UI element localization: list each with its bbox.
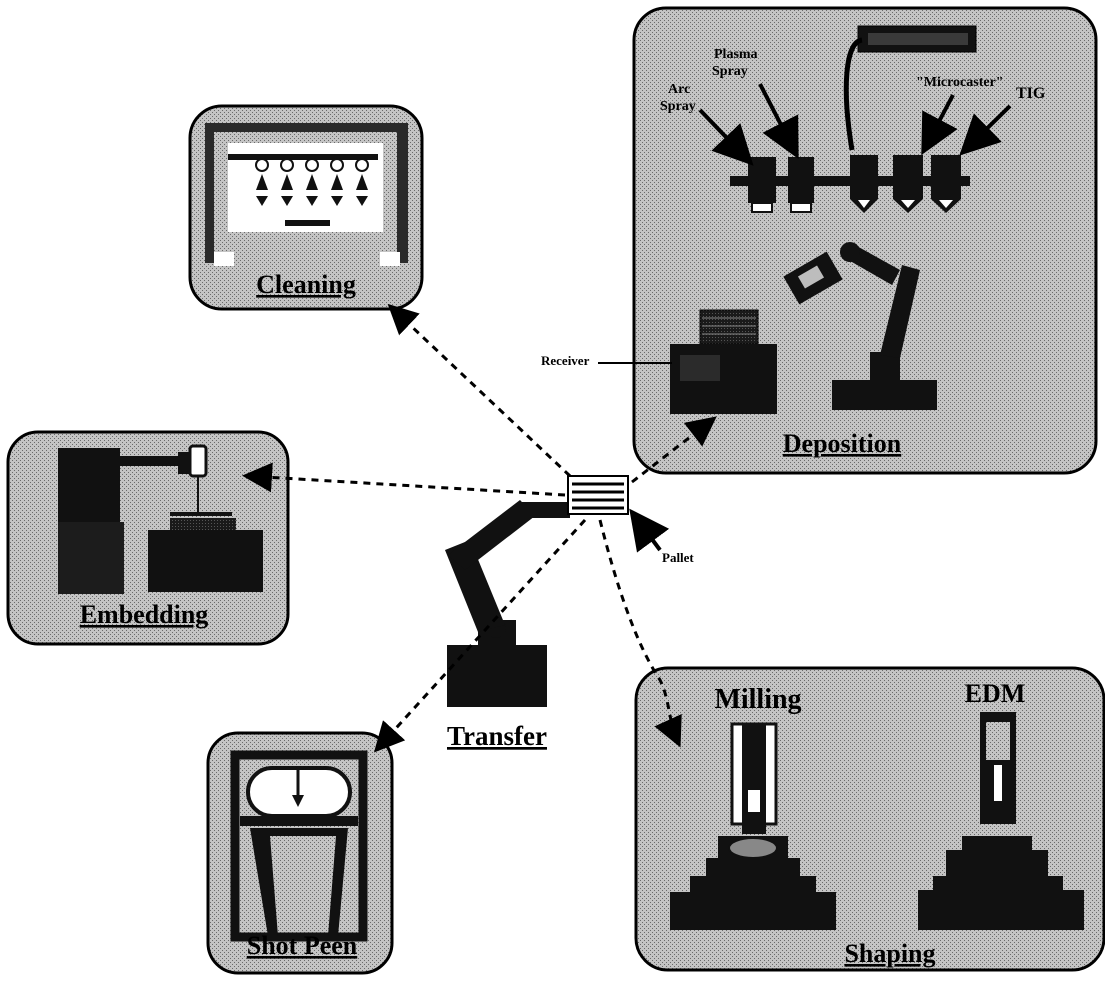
transfer-robot-icon	[445, 500, 570, 707]
embedding-machine-icon	[58, 444, 263, 594]
shot-peen-cabinet-icon	[230, 750, 368, 942]
pallet-icon	[567, 475, 629, 515]
milling-machine-icon	[670, 722, 836, 930]
plasma-spray-label-line1: Plasma	[714, 47, 758, 62]
receiver-icon	[670, 309, 777, 414]
tool-arrows	[698, 83, 1012, 166]
embedding-label: Embedding	[80, 600, 209, 629]
plasma-spray-label-line2: Spray	[712, 64, 748, 79]
receiver-label: Receiver	[541, 353, 590, 368]
milling-label: Milling	[714, 684, 801, 715]
transfer-connectors	[242, 303, 717, 753]
deposition-robot-icon	[783, 242, 937, 410]
pallet-pointer	[629, 508, 670, 553]
cleaning-station: Cleaning	[188, 104, 424, 311]
deposition-label: Deposition	[783, 429, 902, 458]
deposition-station: Arc Spray Plasma Spray "Microcaster" TIG…	[541, 6, 1098, 475]
connector-to-shaping	[598, 519, 682, 748]
connector-to-cleaning	[387, 303, 572, 478]
tig-label: TIG	[1016, 85, 1046, 102]
connector-to-embedding	[242, 462, 566, 497]
cleaning-label: Cleaning	[256, 270, 356, 299]
connector-to-deposition	[631, 416, 717, 484]
arc-spray-label-line2: Spray	[660, 99, 696, 114]
edm-machine-icon	[918, 712, 1084, 930]
transfer-label: Transfer	[447, 721, 547, 751]
edm-label: EDM	[965, 679, 1026, 708]
shot-peen-station: Shot Peen	[206, 731, 394, 975]
shot-peen-label: Shot Peen	[247, 931, 358, 960]
microcaster-label: "Microcaster"	[916, 75, 1004, 90]
shaping-label: Shaping	[844, 939, 935, 968]
microcaster-cable-icon	[843, 37, 863, 151]
spray-nozzles-icon	[255, 158, 369, 206]
embedding-station: Embedding	[6, 430, 290, 646]
shaping-station: Milling EDM Shaping	[634, 666, 1105, 972]
arc-spray-label-line1: Arc	[668, 82, 690, 97]
cleaning-chamber-icon	[205, 123, 408, 266]
pallet-label: Pallet	[662, 550, 694, 565]
